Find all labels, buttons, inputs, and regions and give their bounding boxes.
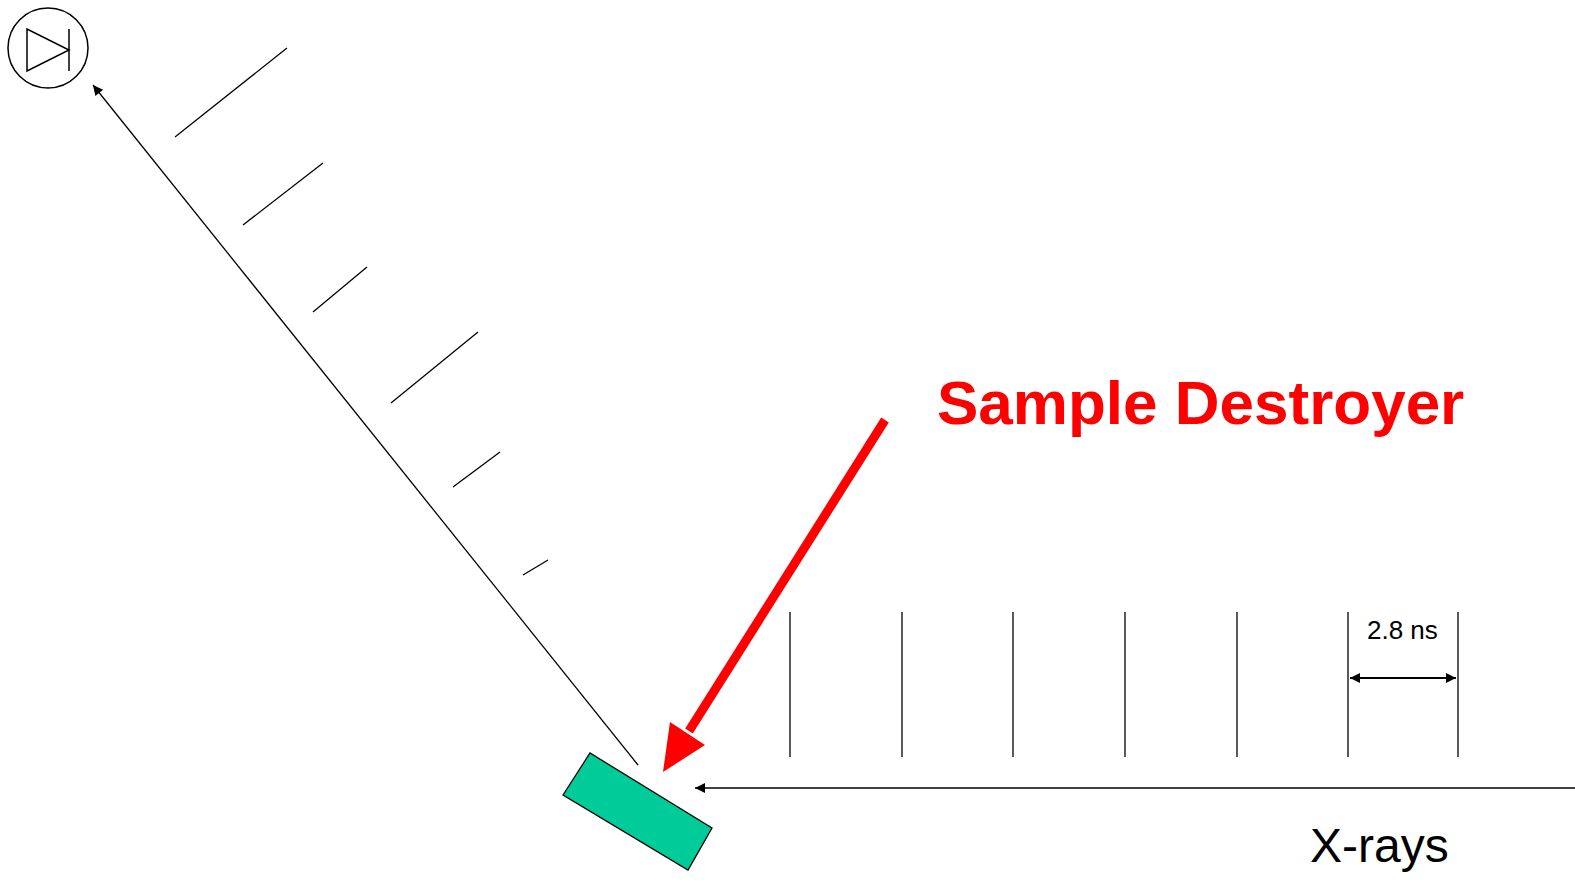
scattered-beam bbox=[93, 85, 638, 765]
callout-label: Sample Destroyer bbox=[937, 372, 1464, 434]
incident-beam bbox=[695, 787, 1575, 788]
beam-label: X-rays bbox=[1310, 822, 1449, 870]
dimension-arrow bbox=[1350, 677, 1456, 679]
detector-symbol bbox=[8, 8, 88, 88]
dimension-label: 2.8 ns bbox=[1367, 617, 1438, 643]
scattered-wavefronts bbox=[175, 48, 548, 575]
sample bbox=[563, 753, 712, 870]
incident-pulses bbox=[790, 612, 1458, 757]
callout-arrow bbox=[663, 420, 885, 772]
